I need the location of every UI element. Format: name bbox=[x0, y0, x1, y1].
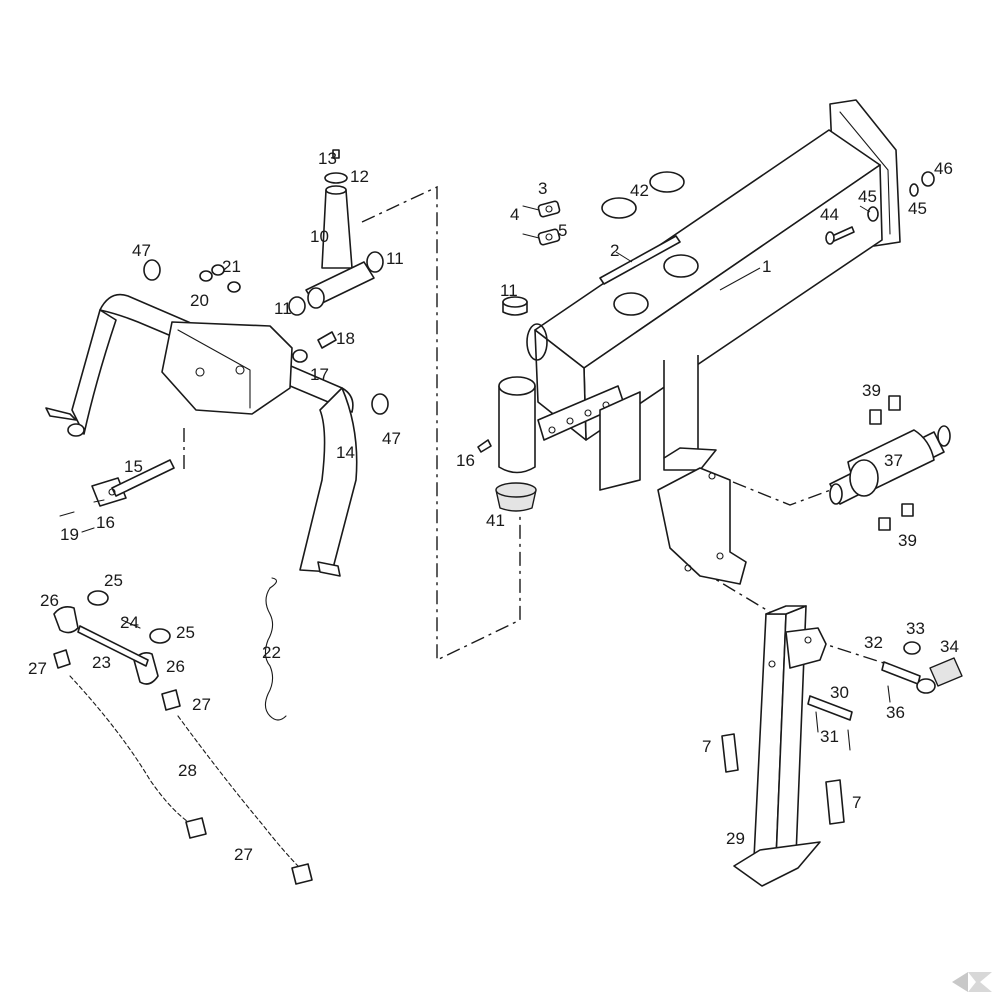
pin-plate-part bbox=[59, 459, 175, 533]
bolt-washer-nut-set bbox=[825, 171, 935, 245]
frame-part bbox=[45, 259, 389, 577]
callout-17: 17 bbox=[310, 365, 329, 384]
callout-41: 41 bbox=[486, 511, 505, 530]
leader-lines bbox=[615, 205, 871, 291]
callout-13: 13 bbox=[318, 149, 337, 168]
callout-12: 12 bbox=[350, 167, 369, 186]
callout-34: 34 bbox=[940, 637, 959, 656]
callout-3: 3 bbox=[538, 179, 547, 198]
callout-31: 31 bbox=[820, 727, 839, 746]
callout-1: 1 bbox=[762, 257, 771, 276]
callout-45b: 45 bbox=[908, 199, 927, 218]
stand-leg-part bbox=[733, 605, 827, 887]
callout-25a: 25 bbox=[104, 571, 123, 590]
callout-27a: 27 bbox=[28, 659, 47, 678]
callout-18: 18 bbox=[336, 329, 355, 348]
callout-32: 32 bbox=[864, 633, 883, 652]
callout-36: 36 bbox=[886, 703, 905, 722]
callout-24: 24 bbox=[120, 613, 139, 632]
callout-10: 10 bbox=[310, 227, 329, 246]
bolt-washer-pair bbox=[292, 331, 337, 363]
strainer-part bbox=[495, 482, 537, 512]
callout-47b: 47 bbox=[382, 429, 401, 448]
callout-27c: 27 bbox=[234, 845, 253, 864]
callout-27b: 27 bbox=[192, 695, 211, 714]
corner-logo bbox=[952, 972, 992, 992]
callout-30: 30 bbox=[830, 683, 849, 702]
callout-15: 15 bbox=[124, 457, 143, 476]
main-boom-part bbox=[498, 99, 901, 585]
plate-and-nuts bbox=[199, 264, 241, 293]
callout-29: 29 bbox=[726, 829, 745, 848]
spindle-assembly bbox=[288, 149, 384, 316]
callout-47a: 47 bbox=[132, 241, 151, 260]
callout-2: 2 bbox=[610, 241, 619, 260]
callout-39a: 39 bbox=[862, 381, 881, 400]
callout-5: 5 bbox=[558, 221, 567, 240]
callout-21: 21 bbox=[222, 257, 241, 276]
pin-spring-set bbox=[807, 641, 963, 751]
callout-37: 37 bbox=[884, 451, 903, 470]
callout-14: 14 bbox=[336, 443, 355, 462]
callout-11b: 11 bbox=[274, 299, 292, 318]
small-bolt-part bbox=[477, 439, 492, 453]
callout-23: 23 bbox=[92, 653, 111, 672]
short-chain-part bbox=[264, 577, 287, 721]
callout-46: 46 bbox=[934, 159, 953, 178]
rod-part bbox=[599, 235, 681, 285]
callout-28: 28 bbox=[178, 761, 197, 780]
callout-19: 19 bbox=[60, 525, 79, 544]
callout-4: 4 bbox=[510, 205, 519, 224]
clamp-assembly bbox=[522, 200, 561, 246]
callout-33: 33 bbox=[906, 619, 925, 638]
callout-20: 20 bbox=[190, 291, 209, 310]
callout-16a: 16 bbox=[456, 451, 475, 470]
callout-11a: 11 bbox=[386, 249, 404, 268]
plate-parts bbox=[721, 733, 845, 825]
shaft-assembly bbox=[829, 425, 951, 505]
callout-16b: 16 bbox=[96, 513, 115, 532]
bush-part bbox=[502, 296, 528, 316]
callout-22: 22 bbox=[262, 643, 281, 662]
callout-42: 42 bbox=[630, 181, 649, 200]
callout-39b: 39 bbox=[898, 531, 917, 550]
cap-parts bbox=[601, 171, 685, 219]
callout-11c: 11 bbox=[500, 281, 518, 300]
callout-7b: 7 bbox=[852, 793, 861, 812]
pin-and-chain-assembly bbox=[53, 590, 313, 885]
callout-labels: 1 2 3 4 5 7 7 10 11 11 11 12 13 14 15 16… bbox=[28, 149, 959, 864]
callout-26b: 26 bbox=[166, 657, 185, 676]
callout-25b: 25 bbox=[176, 623, 195, 642]
callout-26a: 26 bbox=[40, 591, 59, 610]
hex-bolts bbox=[869, 395, 914, 531]
callout-7a: 7 bbox=[702, 737, 711, 756]
callout-44: 44 bbox=[820, 205, 839, 224]
callout-45a: 45 bbox=[858, 187, 877, 206]
